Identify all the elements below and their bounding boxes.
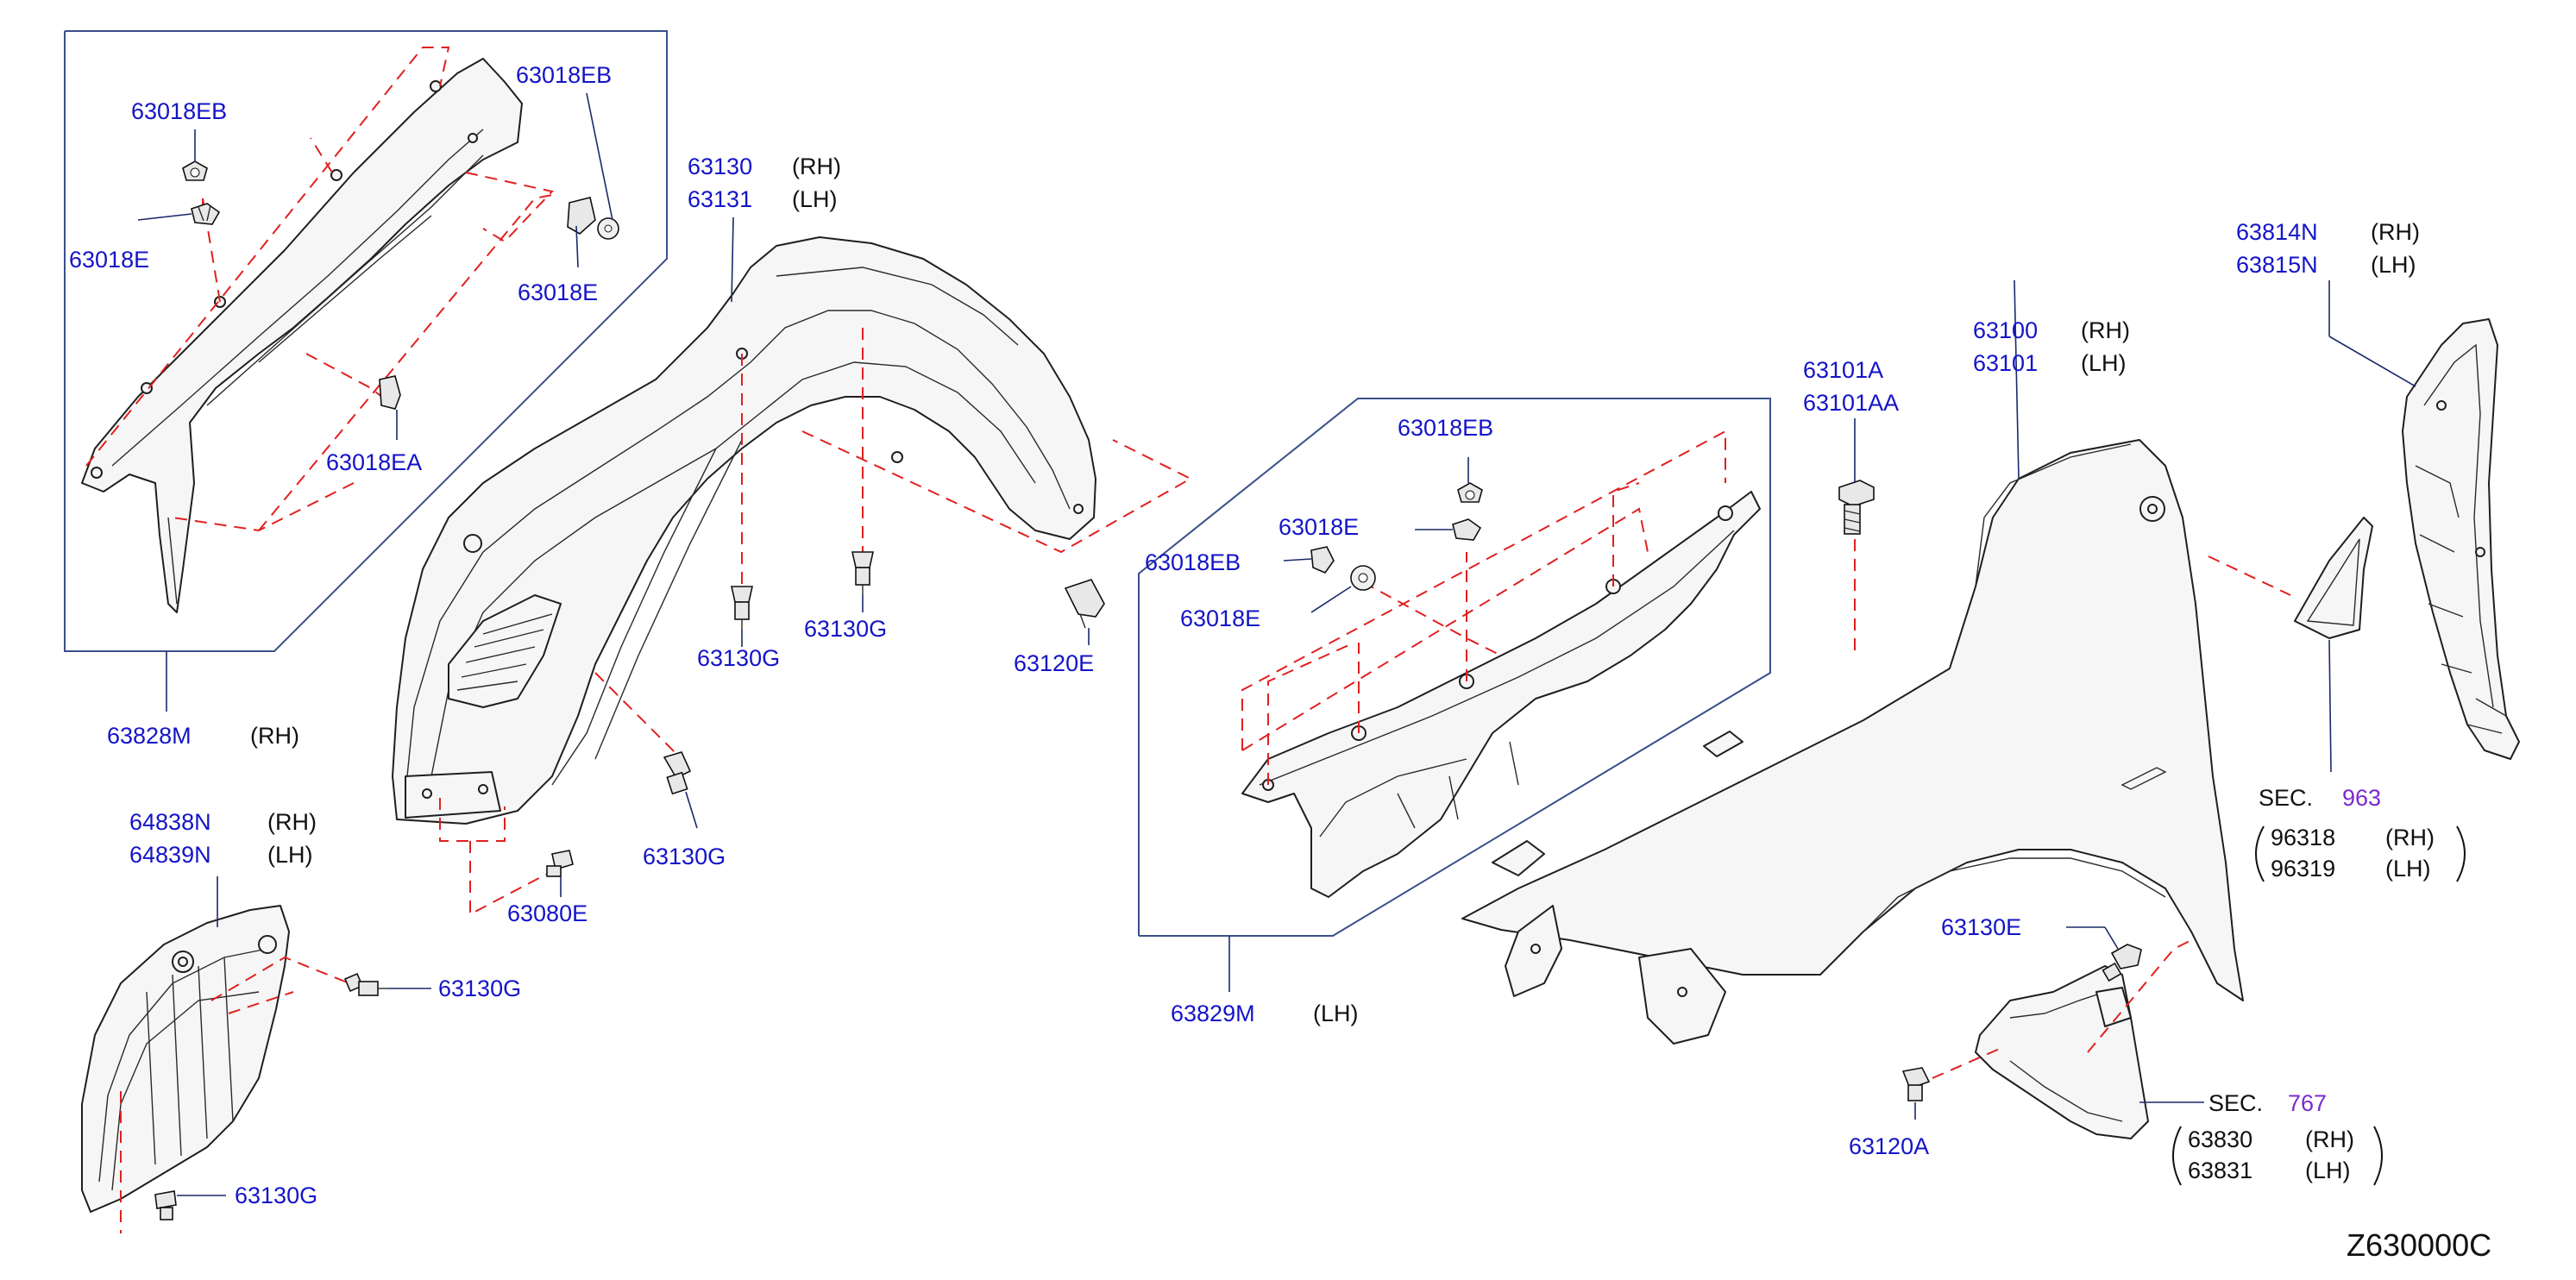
label-63100-side: (RH) bbox=[2081, 317, 2130, 343]
label-63130g-2: 63130G bbox=[804, 616, 887, 642]
diagram-code: Z630000C bbox=[2347, 1227, 2491, 1263]
label-96319: 96319 bbox=[2271, 856, 2335, 882]
clip-icon bbox=[1457, 482, 1483, 503]
fender-garnish-triangle bbox=[2294, 517, 2373, 639]
label-63101aa: 63101AA bbox=[1803, 390, 1899, 416]
fender-protector-bracket-rh bbox=[81, 58, 523, 613]
label-63018ea: 63018EA bbox=[326, 449, 422, 475]
label-63130g-5: 63130G bbox=[235, 1183, 317, 1208]
push-pin-icon bbox=[731, 586, 753, 630]
label-64839n-side: (LH) bbox=[267, 842, 313, 868]
clip-icon bbox=[182, 160, 208, 181]
label-63018e-right: 63018E bbox=[518, 279, 598, 305]
label-63130: 63130 bbox=[688, 154, 752, 179]
label-63101a: 63101A bbox=[1803, 357, 1883, 383]
label-63018e-group2-top: 63018E bbox=[1279, 514, 1359, 540]
label-63829m-side: (LH) bbox=[1313, 1001, 1359, 1026]
label-sec-963-number: 963 bbox=[2342, 785, 2381, 811]
label-63018eb-group2-left: 63018EB bbox=[1145, 549, 1241, 575]
label-64838n: 64838N bbox=[129, 809, 211, 835]
screw-icon bbox=[2102, 944, 2142, 982]
group-box-rh bbox=[64, 30, 668, 652]
group-fender-panel: 63100 (RH) 63101 (LH) bbox=[1461, 279, 2291, 1045]
label-63120e: 63120E bbox=[1014, 650, 1094, 676]
label-sec-767-number: 767 bbox=[2288, 1090, 2327, 1116]
fender-protector bbox=[392, 236, 1096, 825]
group-63828m: 63018EB 63018E 63018EB 63018E 63018EA 63… bbox=[64, 30, 668, 749]
clip-icon bbox=[1452, 518, 1482, 541]
label-63130-side: (RH) bbox=[792, 154, 841, 179]
label-63830: 63830 bbox=[2188, 1126, 2252, 1152]
label-64838n-side: (RH) bbox=[267, 809, 317, 835]
label-63018e-left: 63018E bbox=[69, 247, 149, 273]
clip-icon bbox=[567, 197, 619, 240]
group-63829m: 63018EB 63018E 63018EB 63018E 63829M (LH… bbox=[1138, 398, 1771, 1026]
label-63101-side: (LH) bbox=[2081, 350, 2127, 376]
label-63814n: 63814N bbox=[2236, 219, 2318, 245]
bolt-icon bbox=[1838, 480, 1875, 535]
label-96318: 96318 bbox=[2271, 825, 2335, 850]
label-63130g-3: 63130G bbox=[643, 844, 726, 869]
front-fender-panel bbox=[1461, 439, 2244, 1001]
clip-icon bbox=[1350, 565, 1376, 591]
label-63018eb-group2-top: 63018EB bbox=[1398, 415, 1493, 441]
label-63018e-group2-left: 63018E bbox=[1180, 605, 1260, 631]
label-63828m: 63828M bbox=[107, 723, 192, 749]
label-63131-side: (LH) bbox=[792, 186, 838, 212]
label-63101: 63101 bbox=[1973, 350, 2038, 376]
label-sec-767: SEC. bbox=[2208, 1090, 2263, 1116]
group-box-lh bbox=[1138, 398, 1771, 937]
label-63814n-side: (RH) bbox=[2371, 219, 2420, 245]
group-63814n: 63814N (RH) 63815N (LH) bbox=[2236, 219, 2520, 760]
push-pin-icon bbox=[663, 751, 692, 795]
label-63130g-1: 63130G bbox=[697, 645, 780, 671]
fender-seal-bracket bbox=[2402, 318, 2520, 760]
label-64839n: 64839N bbox=[129, 842, 211, 868]
label-63120a: 63120A bbox=[1849, 1133, 1929, 1159]
label-63831-side: (LH) bbox=[2305, 1158, 2351, 1183]
label-63080e: 63080E bbox=[507, 900, 587, 926]
label-63131: 63131 bbox=[688, 186, 752, 212]
label-96319-side: (LH) bbox=[2385, 856, 2431, 882]
clip-icon bbox=[1064, 579, 1105, 629]
label-sec-963: SEC. bbox=[2259, 785, 2313, 811]
label-63815n: 63815N bbox=[2236, 252, 2318, 278]
label-96318-side: (RH) bbox=[2385, 825, 2435, 850]
label-63828m-side: (RH) bbox=[250, 723, 299, 749]
push-pin-icon bbox=[154, 1190, 177, 1220]
vent-louvres bbox=[448, 594, 562, 708]
group-sec767: 63130E 63120A SEC. 767 63830 (RH) 63831 … bbox=[1849, 914, 2383, 1186]
push-pin-icon bbox=[851, 551, 874, 595]
push-pin-icon bbox=[343, 972, 388, 996]
label-63831: 63831 bbox=[2188, 1158, 2252, 1183]
push-pin-icon bbox=[546, 850, 574, 877]
group-sec963: SEC. 963 96318 (RH) 96319 (LH) bbox=[2255, 517, 2466, 882]
group-63101a: 63101A 63101AA bbox=[1803, 357, 1899, 651]
label-63018eb-right: 63018EB bbox=[516, 62, 612, 88]
clip-icon bbox=[191, 203, 221, 225]
group-fender-protector: 63130 (RH) 63131 (LH) 63130G 63130G 6313… bbox=[392, 154, 1193, 926]
label-63829m: 63829M bbox=[1171, 1001, 1255, 1026]
fender-protector-bracket-lh bbox=[1241, 491, 1761, 898]
label-63018eb-top: 63018EB bbox=[131, 98, 227, 124]
label-63830-side: (RH) bbox=[2305, 1126, 2354, 1152]
fender-protector-rear bbox=[81, 905, 290, 1213]
label-63815n-side: (LH) bbox=[2371, 252, 2416, 278]
label-63130e: 63130E bbox=[1941, 914, 2021, 940]
label-63130g-4: 63130G bbox=[438, 976, 521, 1001]
group-64838n: 64838N (RH) 64839N (LH) 63130G 63130G bbox=[81, 809, 521, 1233]
label-63100: 63100 bbox=[1973, 317, 2038, 343]
clip-icon bbox=[379, 375, 401, 410]
screw-icon bbox=[1901, 1067, 1931, 1101]
clip-icon bbox=[1310, 546, 1335, 574]
